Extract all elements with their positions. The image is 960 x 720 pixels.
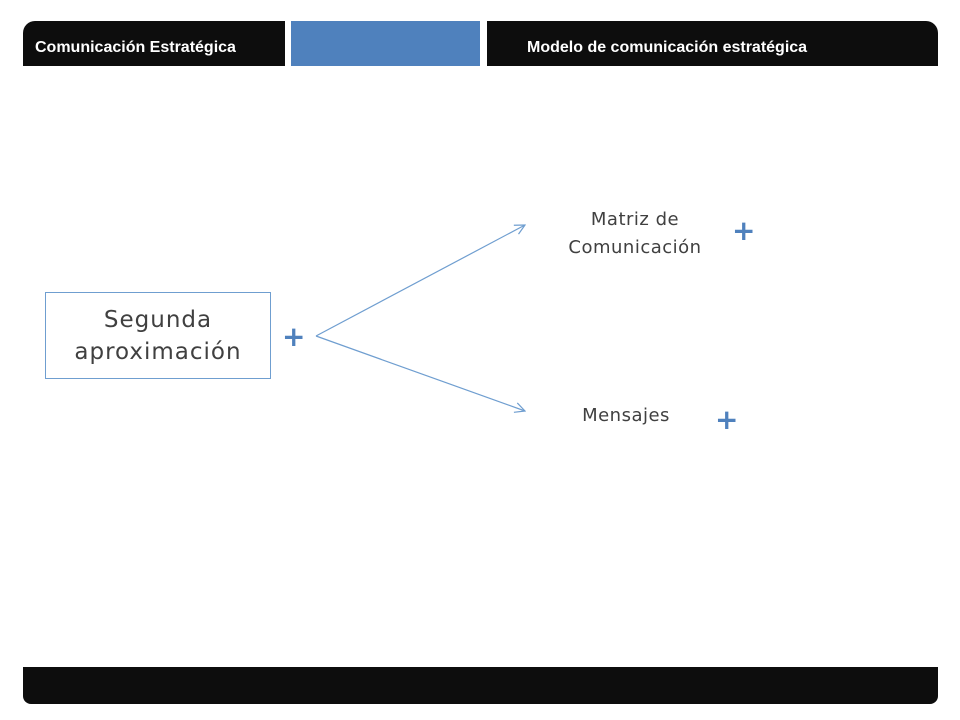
node-matriz-line2: Comunicación (568, 237, 702, 258)
node-segunda-line1: Segunda (103, 306, 213, 333)
header-accent-block (291, 21, 480, 66)
plus-icon[interactable]: + (282, 320, 306, 353)
footer-bar (23, 667, 938, 704)
node-segunda-line2: aproximación (74, 338, 242, 365)
header-left-title: Comunicación Estratégica (23, 21, 285, 66)
node-segunda-aproximacion: Segunda aproximación (45, 292, 271, 379)
node-matriz-line1: Matriz de (590, 209, 680, 230)
plus-icon[interactable]: + (732, 214, 756, 247)
arrow-to-mensajes (315, 335, 525, 411)
header-right-title-text: Modelo de comunicación estratégica (527, 39, 808, 56)
node-mensajes: Mensajes (556, 402, 696, 430)
node-mensajes-label: Mensajes (582, 405, 670, 426)
arrow-to-matriz (315, 225, 525, 337)
node-matriz-comunicacion: Matriz de Comunicación (535, 206, 735, 262)
header-left-title-text: Comunicación Estratégica (35, 39, 236, 56)
plus-icon[interactable]: + (715, 403, 739, 436)
header-right-title: Modelo de comunicación estratégica (487, 21, 938, 66)
